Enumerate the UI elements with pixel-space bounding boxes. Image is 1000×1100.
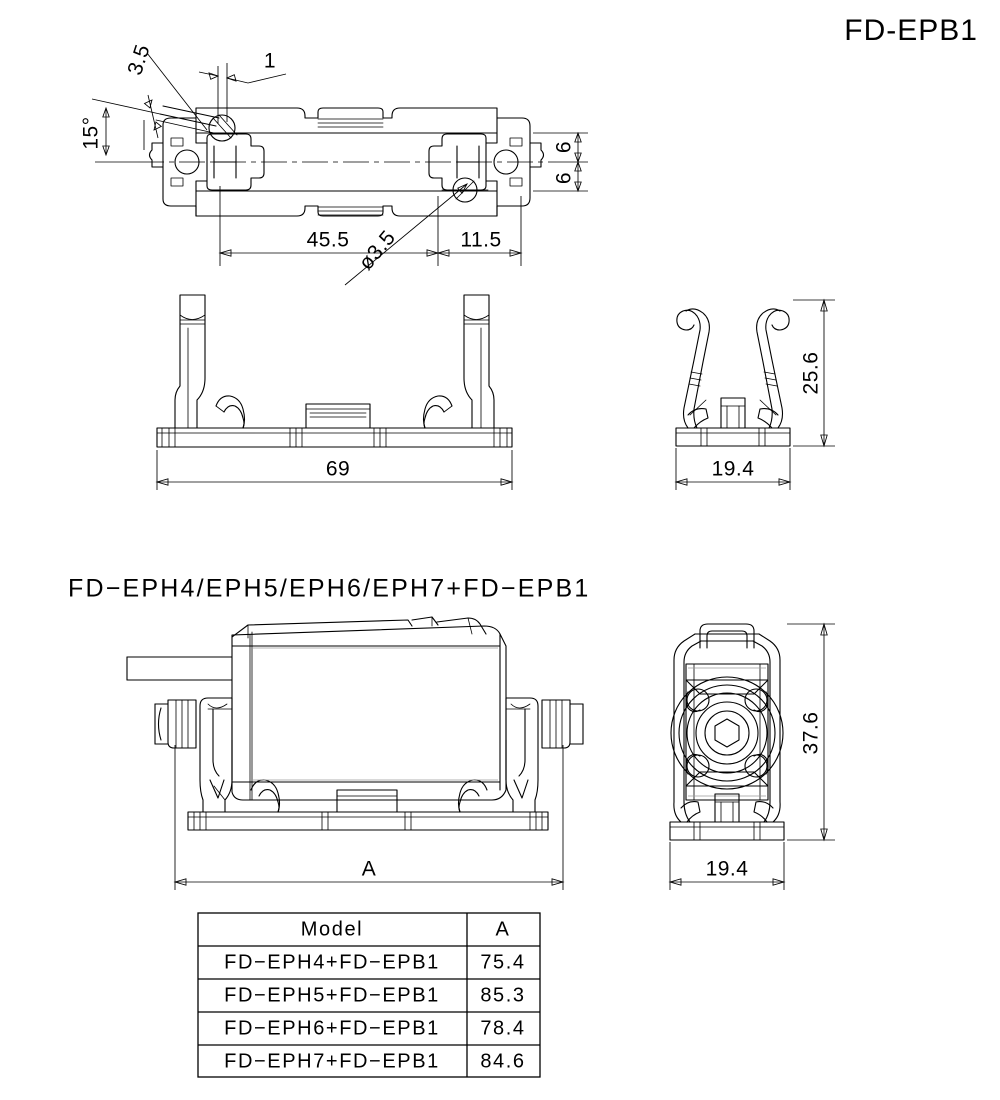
dimension-6-lower: 6: [533, 160, 588, 193]
table-header-a: A: [496, 918, 511, 940]
dimension-19p4: 19.4: [674, 448, 792, 490]
dimension-69: 69: [155, 450, 514, 490]
dimension-label-45p5: 45.5: [307, 229, 350, 252]
table-cell-a: 78.4: [480, 1017, 525, 1039]
table-row: FD−EPH4+FD−EPB1 75.4: [224, 951, 525, 973]
table-header-model: Model: [301, 918, 363, 940]
table-row: FD−EPH6+FD−EPB1 78.4: [224, 1017, 525, 1039]
table-cell-model: FD−EPH7+FD−EPB1: [224, 1050, 440, 1072]
table-cell-model: FD−EPH5+FD−EPB1: [224, 984, 440, 1006]
side-view: 25.6 19.4: [674, 298, 835, 490]
table-row: FD−EPH5+FD−EPB1 85.3: [224, 984, 525, 1006]
dimension-label-37p6: 37.6: [800, 712, 823, 755]
dimension-label-6-upper: 6: [553, 141, 576, 153]
table-cell-model: FD−EPH6+FD−EPB1: [224, 1017, 440, 1039]
front-view: 69: [155, 294, 514, 490]
section-heading: FD−EPH4/EPH5/EPH6/EPH7+FD−EPB1: [68, 575, 590, 603]
model-table: Model A FD−EPH4+FD−EPB1 75.4 FD−EPH5+FD−…: [197, 912, 541, 1078]
dimension-15deg: 15°: [80, 98, 161, 163]
dimension-label-25p6: 25.6: [800, 352, 823, 395]
dimension-25p6: 25.6: [793, 298, 835, 448]
dimension-A: A: [173, 745, 565, 890]
dimension-label-15deg: 15°: [80, 116, 103, 149]
table-cell-a: 84.6: [480, 1050, 525, 1072]
dimension-1: 1: [198, 50, 287, 124]
dimension-label-69: 69: [326, 458, 350, 481]
dimension-label-6-lower: 6: [553, 172, 576, 184]
dimension-label-1: 1: [264, 50, 276, 73]
assembly-side-view: 37.6 19.4: [668, 622, 835, 890]
pivot-circle: [208, 114, 236, 142]
dimension-11p5: 11.5: [436, 196, 523, 266]
page-title: FD-EPB1: [844, 14, 978, 47]
dimension-6-upper: 6: [533, 131, 588, 164]
assembly-front-view: A: [126, 616, 584, 890]
table-cell-a: 85.3: [480, 984, 525, 1006]
dimension-label-A: A: [362, 858, 377, 881]
dimension-label-19p4-assembly: 19.4: [706, 858, 749, 881]
dimension-45p5: 45.5: [218, 186, 440, 266]
dimension-37p6: 37.6: [787, 622, 835, 842]
table-cell-a: 75.4: [480, 951, 525, 973]
table-row: FD−EPH7+FD−EPB1 84.6: [224, 1050, 525, 1072]
dimension-label-19p4: 19.4: [712, 458, 755, 481]
dimension-label-11p5: 11.5: [460, 229, 501, 252]
table-cell-model: FD−EPH4+FD−EPB1: [224, 951, 440, 973]
dimension-19p4-assembly: 19.4: [668, 842, 786, 890]
